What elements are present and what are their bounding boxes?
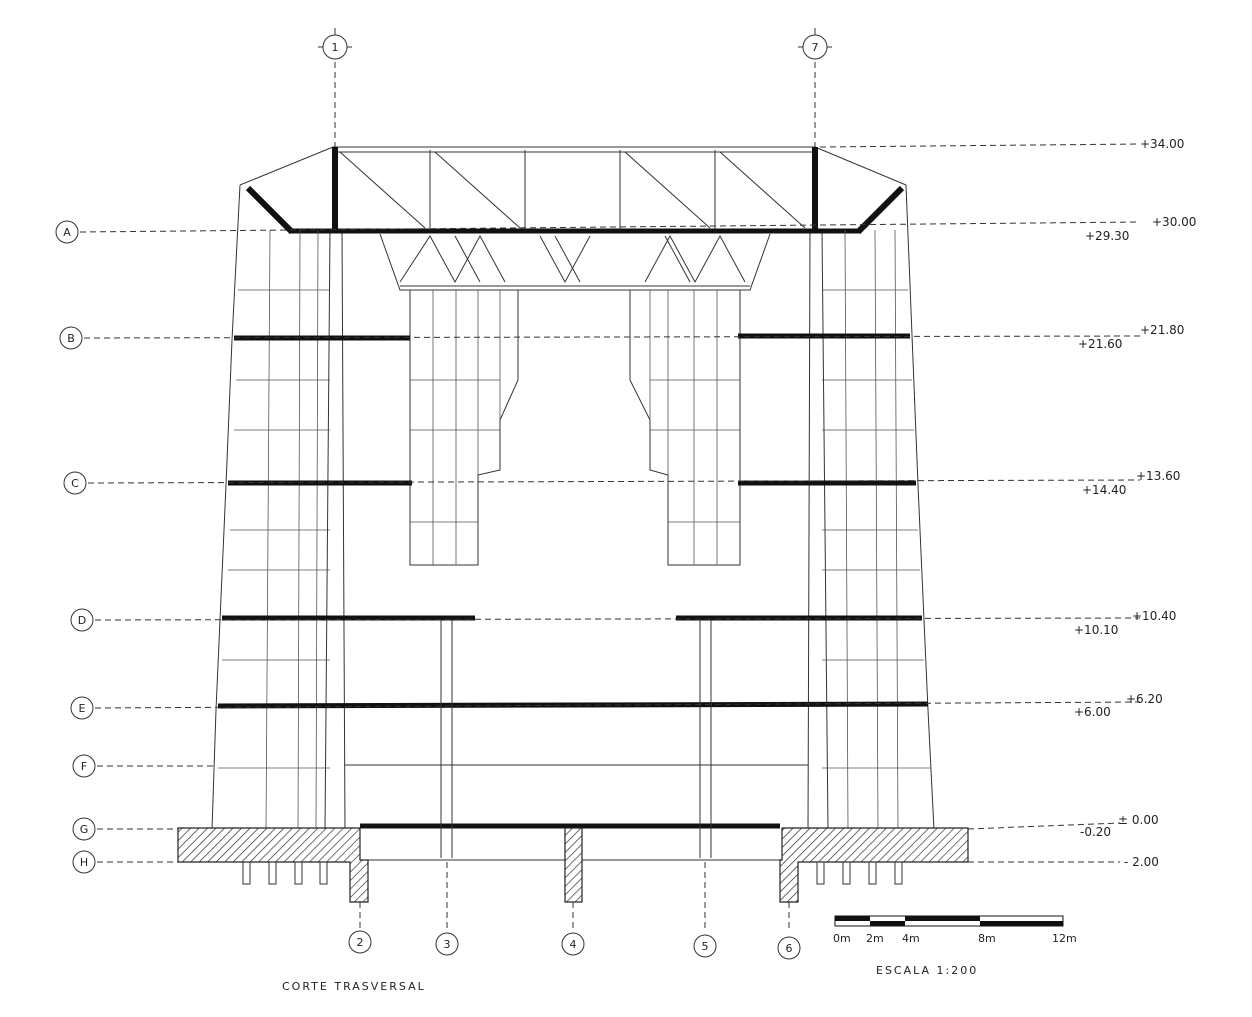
svg-text:G: G — [80, 823, 89, 836]
hanging-block-left — [409, 290, 519, 566]
svg-text:B: B — [67, 332, 75, 345]
level-d1: +10.40 — [1132, 609, 1176, 623]
svg-text:D: D — [78, 614, 86, 627]
interior-columns — [440, 620, 712, 858]
right-facade-grid — [822, 229, 930, 831]
roof-truss — [245, 147, 905, 291]
svg-text:4: 4 — [570, 938, 577, 951]
svg-text:2: 2 — [357, 936, 364, 949]
svg-text:3: 3 — [444, 938, 451, 951]
axis-bottom-4: 4 — [561, 902, 585, 956]
level-h1: - 2.00 — [1124, 855, 1159, 869]
axis-bottom-6: 6 — [777, 902, 801, 960]
axis-top-label-7: 7 — [812, 41, 819, 54]
row-marker-e: E — [70, 696, 1141, 720]
drawing-title: CORTE TRASVERSAL — [282, 980, 426, 993]
level-d2: +10.10 — [1074, 623, 1118, 637]
level-e1: +6.20 — [1126, 692, 1163, 706]
level-top: +34.00 — [1140, 137, 1184, 151]
scale-tick-2: 4m — [902, 932, 920, 945]
axis-bottom-3: 3 — [435, 862, 459, 956]
axis-top-1: 1 — [318, 28, 352, 150]
row-marker-a: A — [55, 220, 1141, 244]
floor-slabs — [217, 333, 929, 861]
svg-text:5: 5 — [702, 940, 709, 953]
axis-top-label-1: 1 — [332, 41, 339, 54]
svg-text:C: C — [71, 477, 79, 490]
level-b1: +21.80 — [1140, 323, 1184, 337]
level-a1: +30.00 — [1152, 215, 1196, 229]
scale-tick-1: 2m — [866, 932, 884, 945]
svg-text:F: F — [81, 760, 87, 773]
axis-bottom-5: 5 — [693, 862, 717, 958]
axis-bottom-2: 2 — [348, 902, 372, 954]
scale-tick-4: 12m — [1052, 932, 1077, 945]
svg-text:H: H — [80, 856, 88, 869]
scale-bar: 0m 2m 4m 8m 12m ESCALA 1:200 — [833, 915, 1077, 977]
building-outline — [211, 146, 935, 831]
level-annotations: +34.00 +30.00 +29.30 +21.80 +21.60 +13.6… — [1074, 137, 1196, 869]
scale-tick-0: 0m — [833, 932, 851, 945]
foundations — [177, 827, 969, 903]
level-a2: +29.30 — [1085, 229, 1129, 243]
row-marker-g: G — [72, 817, 1121, 841]
level-c1: +13.60 — [1136, 469, 1180, 483]
left-facade-grid — [218, 229, 330, 831]
svg-text:A: A — [63, 226, 71, 239]
row-marker-b: B — [59, 326, 1141, 350]
svg-text:6: 6 — [786, 942, 793, 955]
scale-tick-3: 8m — [978, 932, 996, 945]
row-marker-c: C — [63, 471, 1141, 495]
scale-label: ESCALA 1:200 — [876, 964, 978, 977]
level-e2: +6.00 — [1074, 705, 1111, 719]
row-marker-h: H — [72, 850, 1120, 874]
level-g1: ± 0.00 — [1118, 813, 1159, 827]
row-marker-f: F — [72, 754, 215, 778]
level-g2: -0.20 — [1080, 825, 1111, 839]
axis-top-7: 7 — [798, 28, 832, 150]
row-markers: A B C D E F G — [55, 143, 1141, 874]
level-c2: +14.40 — [1082, 483, 1126, 497]
level-b2: +21.60 — [1078, 337, 1122, 351]
svg-text:E: E — [79, 702, 86, 715]
row-marker-d: D — [70, 608, 1141, 632]
hanging-block-right — [629, 290, 741, 566]
axes-bottom: 2 3 4 5 6 — [348, 862, 801, 960]
